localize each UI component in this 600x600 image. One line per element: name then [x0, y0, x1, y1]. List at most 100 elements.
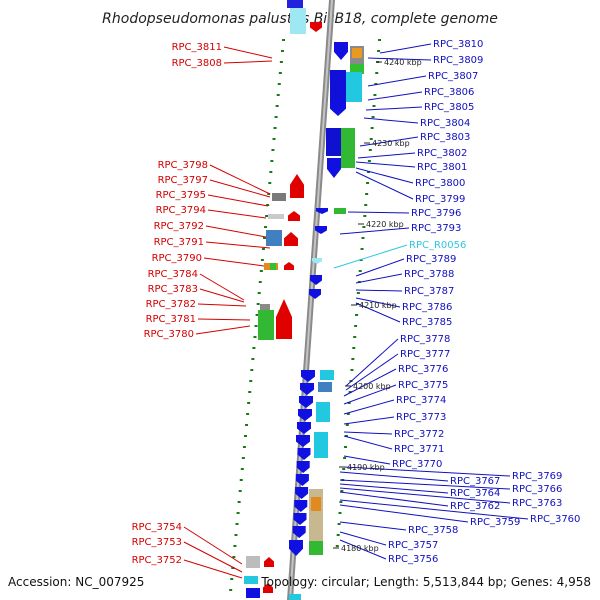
cds-feature[interactable]	[287, 0, 303, 8]
gene-label-forward[interactable]: RPC_3776	[398, 364, 448, 375]
gene-label-forward[interactable]: RPC_3767	[450, 476, 500, 487]
gene-label-forward[interactable]: RPC_3760	[530, 514, 580, 525]
gene-label-forward[interactable]: RPC_3787	[404, 286, 454, 297]
gene-label-forward[interactable]: RPC_3786	[402, 302, 452, 313]
gene-label-forward[interactable]: RPC_3807	[428, 71, 478, 82]
gc-skew-block[interactable]	[314, 432, 328, 458]
gene-label-reverse[interactable]: RPC_3780	[144, 329, 194, 340]
cds-forward[interactable]	[316, 208, 328, 214]
cds-forward[interactable]	[315, 226, 327, 234]
gene-label-forward[interactable]: RPC_3789	[406, 254, 456, 265]
gene-label-forward[interactable]: RPC_3796	[411, 208, 461, 219]
gene-label-forward[interactable]: RPC_3763	[512, 498, 562, 509]
gc-skew-block[interactable]	[318, 382, 332, 392]
cds-forward[interactable]	[292, 526, 306, 538]
rna-feature[interactable]	[312, 258, 322, 264]
gene-label-forward[interactable]: RPC_3772	[394, 429, 444, 440]
gene-label-forward[interactable]: RPC_3773	[396, 412, 446, 423]
gene-label-forward[interactable]: RPC_3803	[420, 132, 470, 143]
gc-skew-block[interactable]	[316, 402, 330, 422]
cds-reverse[interactable]	[284, 262, 294, 270]
gene-label-reverse[interactable]: RPC_3781	[146, 314, 196, 325]
gene-label-reverse[interactable]: RPC_3791	[154, 237, 204, 248]
cds-forward[interactable]	[299, 396, 313, 408]
gene-label-forward[interactable]: RPC_3793	[411, 223, 461, 234]
gene-label-forward[interactable]: RPC_3804	[420, 118, 470, 129]
cds-forward[interactable]	[327, 158, 341, 178]
gene-label-reverse[interactable]: RPC_3798	[158, 160, 208, 171]
cds-feature-orange[interactable]	[311, 497, 321, 511]
cds-feature-green[interactable]	[350, 64, 364, 74]
gene-label-forward[interactable]: RPC_3762	[450, 501, 500, 512]
gene-label-reverse[interactable]: RPC_3811	[172, 42, 222, 53]
cds-forward[interactable]	[300, 383, 314, 395]
gene-label-forward[interactable]: RPC_3777	[400, 349, 450, 360]
cds-forward[interactable]	[297, 448, 311, 460]
gene-label-forward[interactable]: RPC_3775	[398, 380, 448, 391]
cds-forward[interactable]	[301, 370, 315, 382]
cds-forward[interactable]	[330, 100, 346, 116]
cds-forward[interactable]	[293, 513, 307, 525]
cds-forward[interactable]	[289, 540, 303, 556]
cds-forward[interactable]	[296, 461, 310, 473]
gene-label-forward[interactable]: RPC_3810	[433, 39, 483, 50]
gene-label-forward[interactable]: RPC_3770	[392, 459, 442, 470]
rna-label[interactable]: RPC_R0056	[409, 240, 466, 251]
cds-feature-green[interactable]	[341, 128, 355, 168]
cds-feature-green[interactable]	[309, 541, 323, 555]
cds-forward[interactable]	[310, 275, 322, 285]
gene-label-reverse[interactable]: RPC_3795	[156, 190, 206, 201]
gc-skew-block[interactable]	[266, 230, 282, 246]
gene-label-forward[interactable]: RPC_3799	[415, 194, 465, 205]
cds-feature-green[interactable]	[334, 208, 346, 214]
cds-forward[interactable]	[309, 289, 321, 299]
cds-reverse[interactable]	[284, 232, 298, 246]
cds-forward[interactable]	[295, 474, 309, 486]
cds-feature-grey[interactable]	[272, 193, 286, 201]
gene-label-reverse[interactable]: RPC_3754	[132, 522, 182, 533]
cds-feature-green[interactable]	[270, 263, 276, 270]
gene-label-reverse[interactable]: RPC_3797	[158, 175, 208, 186]
cds-reverse[interactable]	[276, 299, 292, 339]
gc-skew-block[interactable]	[346, 72, 362, 102]
gene-label-forward[interactable]: RPC_3805	[424, 102, 474, 113]
gc-skew-block[interactable]	[290, 8, 306, 34]
gene-label-reverse[interactable]: RPC_3790	[152, 253, 202, 264]
cds-forward[interactable]	[330, 70, 346, 100]
gene-label-reverse[interactable]: RPC_3753	[132, 537, 182, 548]
gene-label-forward[interactable]: RPC_3801	[417, 162, 467, 173]
cds-feature-grey[interactable]	[268, 214, 284, 219]
cds-forward[interactable]	[246, 588, 260, 598]
cds-forward[interactable]	[326, 128, 342, 156]
cds-feature-grey[interactable]	[260, 304, 270, 310]
gene-label-reverse[interactable]: RPC_3782	[146, 299, 196, 310]
cds-reverse[interactable]	[263, 583, 273, 593]
cds-forward[interactable]	[294, 500, 308, 512]
gene-label-forward[interactable]: RPC_3766	[512, 484, 562, 495]
gene-label-reverse[interactable]: RPC_3792	[154, 221, 204, 232]
gene-label-reverse[interactable]: RPC_3783	[148, 284, 198, 295]
cds-reverse[interactable]	[310, 22, 322, 32]
gene-label-forward[interactable]: RPC_3806	[424, 87, 474, 98]
gene-label-reverse[interactable]: RPC_3808	[172, 58, 222, 69]
cds-forward[interactable]	[295, 487, 309, 499]
gene-label-forward[interactable]: RPC_3771	[394, 444, 444, 455]
gene-label-forward[interactable]: RPC_3769	[512, 471, 562, 482]
cds-forward[interactable]	[298, 409, 312, 421]
gene-label-forward[interactable]: RPC_3802	[417, 148, 467, 159]
gene-label-forward[interactable]: RPC_3764	[450, 488, 500, 499]
cds-reverse[interactable]	[264, 557, 274, 567]
gene-label-forward[interactable]: RPC_3778	[400, 334, 450, 345]
gene-label-forward[interactable]: RPC_3759	[470, 517, 520, 528]
gene-label-reverse[interactable]: RPC_3784	[148, 269, 198, 280]
gc-skew-block[interactable]	[309, 489, 323, 541]
gene-label-forward[interactable]: RPC_3809	[433, 55, 483, 66]
gene-label-forward[interactable]: RPC_3758	[408, 525, 458, 536]
gene-label-forward[interactable]: RPC_3800	[415, 178, 465, 189]
cds-forward[interactable]	[334, 42, 348, 60]
gene-label-forward[interactable]: RPC_3756	[388, 554, 438, 565]
cds-feature-green[interactable]	[258, 310, 274, 340]
gene-label-forward[interactable]: RPC_3774	[396, 395, 446, 406]
cds-forward[interactable]	[296, 435, 310, 447]
cds-feature-orange[interactable]	[352, 48, 362, 58]
